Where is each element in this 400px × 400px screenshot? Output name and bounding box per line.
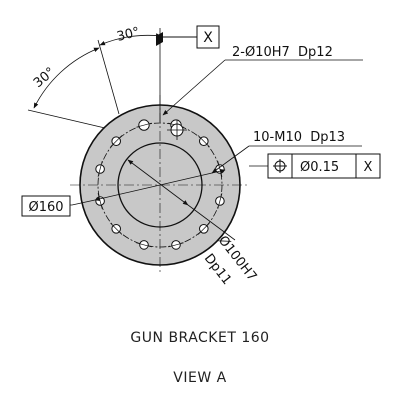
hole-centermark [168,242,184,248]
angle-lower-label: 30° [31,65,58,91]
hole-centermark [110,222,123,235]
hole-centermark [197,222,210,235]
fcf-datum: X [364,160,373,175]
hole-centermark [136,122,152,128]
angle-upper-label: 30° [115,25,141,45]
hole-centermark [197,135,210,148]
fcf-tolerance: Ø0.15 [300,160,339,175]
feature-control-frame: Ø0.15 X [249,153,381,179]
tap-callout: 10-M10 Dp13 [253,130,345,145]
caption-title: GUN BRACKET 160 [130,330,270,346]
outer-diameter-box [21,195,71,217]
pin-hole-callout: 2-Ø10H7 Dp12 [232,45,333,60]
hole-centermark [136,242,152,248]
position-icon [273,159,287,173]
datum-letter: X [203,30,213,46]
hole-centermark [110,135,123,148]
outer-diameter-label: Ø160 [28,200,63,215]
tap-leader [211,145,362,174]
datum-symbol: X [156,25,220,49]
pin-hole-leader [162,59,363,116]
caption-view: VIEW A [173,370,227,386]
bolt-circle-dimension [127,159,236,241]
